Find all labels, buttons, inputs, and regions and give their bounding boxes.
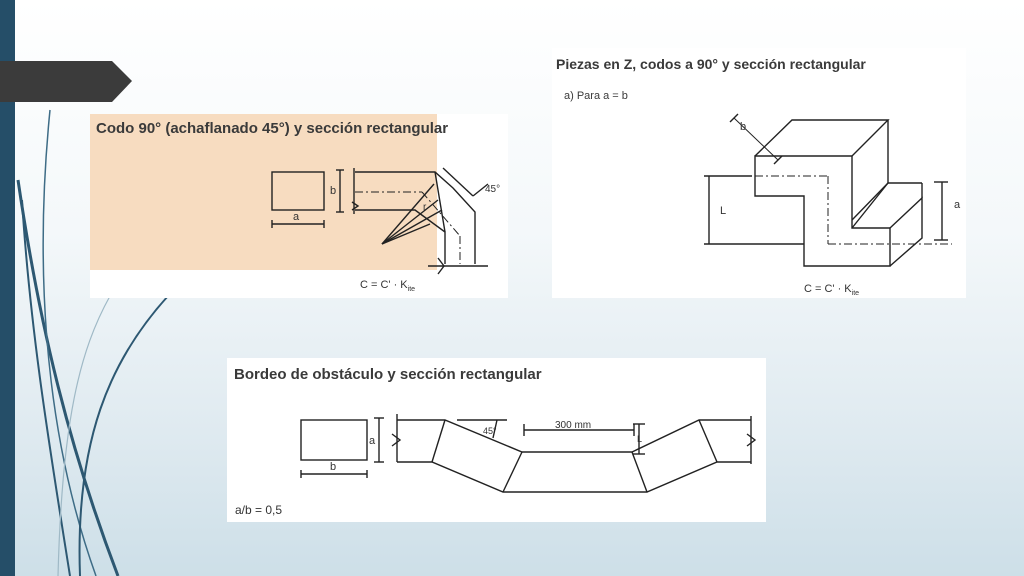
elbow-highlight [90, 114, 437, 270]
z-piece-dim-b: b [740, 121, 746, 133]
elbow-radius: r [423, 202, 427, 213]
obstacle-dim-l: L [637, 434, 642, 444]
elbow-angle: 45° [485, 184, 500, 195]
z-piece-subtitle: a) Para a = b [564, 90, 628, 102]
title-tab-shape [0, 61, 132, 102]
decorative-swooshes [16, 109, 169, 576]
z-piece-diagram-panel: Piezas en Z, codos a 90° y sección recta… [552, 48, 966, 298]
z-piece-dim-a: a [954, 199, 961, 211]
elbow-dim-b: b [330, 185, 336, 197]
elbow-title: Codo 90° (achaflanado 45°) y sección rec… [96, 120, 449, 137]
obstacle-drawing [300, 414, 757, 493]
obstacle-title: Bordeo de obstáculo y sección rectangula… [234, 366, 542, 383]
left-accent-bar [0, 0, 15, 576]
elbow-drawing [271, 167, 489, 275]
obstacle-diagram-panel: Bordeo de obstáculo y sección rectangula… [227, 358, 766, 522]
z-piece-labels: b L a C = C' · Kite [720, 121, 961, 297]
obstacle-dim-a: a [369, 435, 376, 447]
elbow-dim-a: a [293, 211, 300, 223]
z-piece-drawing [704, 113, 952, 267]
elbow-diagram-panel: Codo 90° (achaflanado 45°) y sección rec… [90, 114, 508, 298]
obstacle-angle: 45° [483, 426, 497, 436]
obstacle-ratio: a/b = 0,5 [235, 503, 282, 517]
elbow-labels: b a 45° r C = C' · Kite [293, 184, 500, 293]
obstacle-dim-b: b [330, 461, 336, 473]
z-piece-dim-l: L [720, 205, 726, 217]
z-piece-formula: C = C' · Kite [804, 283, 859, 297]
elbow-formula: C = C' · Kite [360, 279, 415, 293]
obstacle-length: 300 mm [555, 420, 591, 431]
obstacle-labels: a b 45° 300 mm L a/b = 0,5 [235, 420, 642, 517]
z-piece-title: Piezas en Z, codos a 90° y sección recta… [556, 56, 866, 72]
